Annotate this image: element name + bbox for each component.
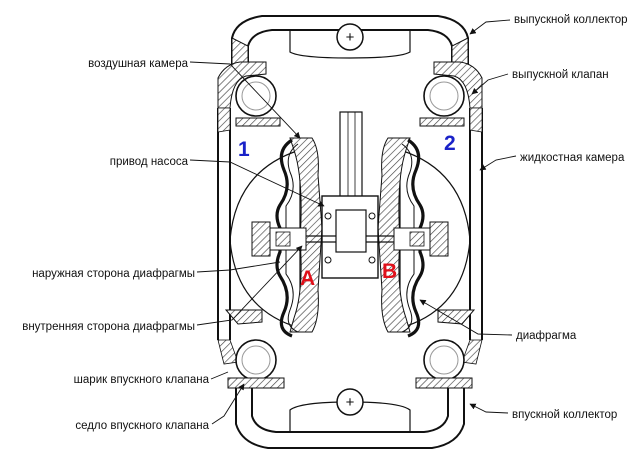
inlet-valve-left [217, 309, 285, 389]
label-inlet-manifold: впускной коллектор [512, 409, 617, 421]
diaphragm-plate-right [393, 221, 449, 257]
chamber-number-2: 2 [444, 132, 456, 155]
discharge-valve-right [419, 61, 483, 127]
inlet-valve-right [415, 309, 483, 389]
diaphragm-plate-left [251, 221, 307, 257]
label-inlet-seat: седло впускного клапана [75, 420, 209, 432]
discharge-valve-left [217, 61, 281, 127]
chamber-number-1: 1 [238, 138, 250, 161]
leader-lines [189, 19, 517, 425]
label-diaphragm: диафрагма [516, 330, 577, 342]
side-letter-b: B [382, 260, 397, 283]
discharge-manifold: + [231, 15, 469, 73]
inlet-manifold: + [235, 388, 465, 449]
pump-body [217, 107, 483, 340]
label-discharge-valve: выпускной клапан [512, 69, 609, 81]
label-outer-side-diaphragm: наружная сторона диафрагмы [32, 268, 195, 280]
label-discharge-manifold: выпускной коллектор [514, 14, 628, 26]
label-air-chamber: воздушная камера [88, 58, 188, 70]
plus-symbol-top: + [346, 29, 355, 46]
pump-drive [306, 111, 394, 279]
label-pump-drive: привод насоса [110, 156, 189, 168]
side-letter-a: A [300, 267, 315, 290]
label-inlet-ball: шарик впускного клапана [74, 374, 210, 386]
label-inner-side-diaphragm: внутренняя сторона диафрагмы [22, 321, 195, 333]
plus-symbol-bottom: + [346, 394, 355, 411]
label-fluid-chamber: жидкостная камера [520, 152, 625, 164]
discharge-plus-circle [336, 23, 364, 51]
inlet-plus-circle [336, 388, 364, 416]
